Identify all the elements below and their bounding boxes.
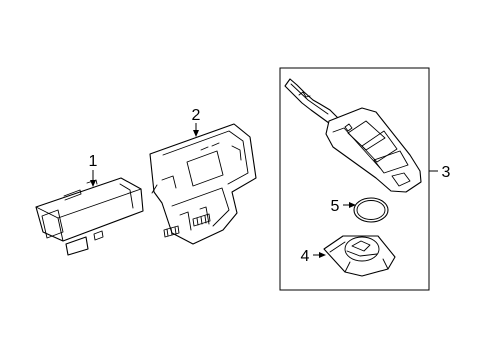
callout-5: 5 (331, 198, 340, 215)
leader-lines (90, 123, 438, 258)
arrow-head-5 (349, 202, 356, 208)
callout-2: 2 (192, 107, 201, 124)
arrow-head-2 (193, 130, 199, 137)
part-2-bracket (149, 123, 257, 245)
part-3-assembly-frame (279, 67, 430, 291)
callout-1: 1 (89, 153, 98, 170)
part-3-flip-key (284, 78, 422, 193)
arrow-head-4 (319, 252, 326, 258)
callout-4: 4 (301, 248, 310, 265)
part-4-battery-cover (323, 235, 396, 277)
callout-3: 3 (442, 164, 451, 181)
part-1-control-module (35, 177, 144, 256)
arrow-head-1 (90, 180, 96, 187)
part-5-ring (353, 197, 389, 223)
